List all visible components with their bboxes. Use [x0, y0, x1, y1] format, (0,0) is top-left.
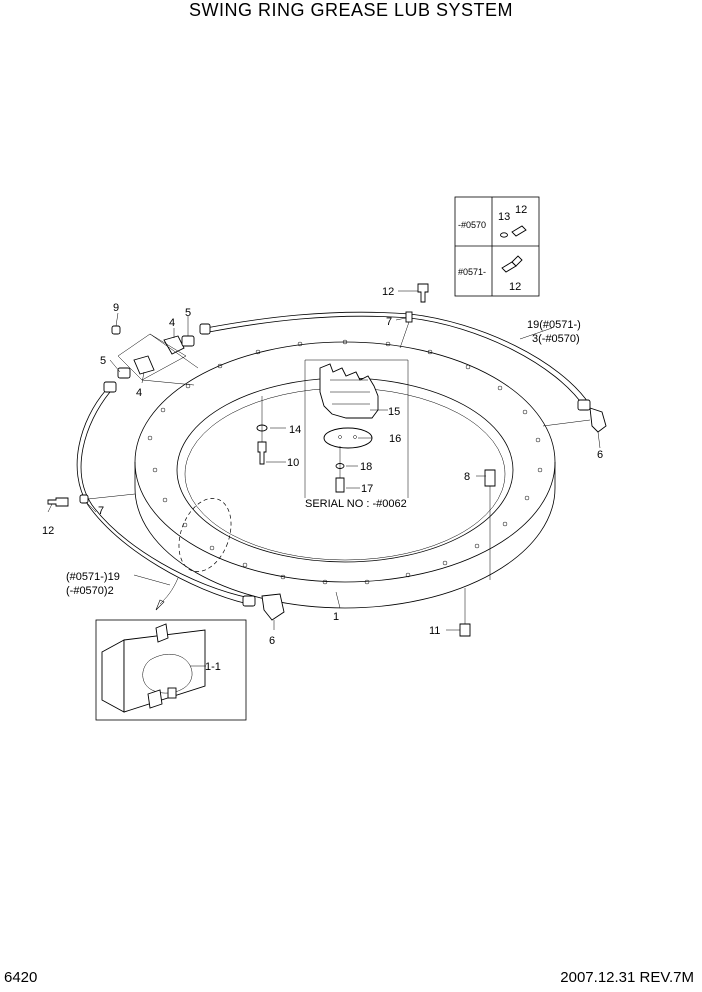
label-8: 8 [464, 471, 470, 483]
label-12: 12 [509, 281, 521, 293]
hose-left [76, 389, 249, 605]
label-15: 15 [388, 406, 400, 418]
label-14: 14 [289, 424, 301, 436]
inset-top-label: -#0570 [458, 220, 486, 230]
label-11: 11 [429, 625, 440, 637]
label-16: 16 [389, 433, 401, 445]
label-5: 5 [185, 307, 191, 319]
fitting-5-top [181, 335, 195, 347]
label-6: 6 [269, 635, 275, 647]
elbow-6-lower [261, 593, 285, 621]
label-4: 4 [136, 387, 142, 399]
pinion-gear [319, 363, 379, 419]
bolt-10 [257, 441, 267, 465]
label-hose-left-1: (#0571-)19 [66, 571, 120, 583]
bolt-17 [335, 477, 345, 493]
label-13: 13 [498, 211, 510, 223]
bolt-12-left [47, 497, 69, 507]
serial-detail-box [304, 359, 409, 498]
bolt-11 [459, 623, 471, 637]
label-18: 18 [360, 461, 372, 473]
label-12: 12 [382, 286, 394, 298]
inset-bottom-label: #0571- [458, 267, 486, 277]
label-10: 10 [287, 457, 299, 469]
inset-box [454, 196, 540, 297]
label-12: 12 [515, 204, 527, 216]
label-17: 17 [361, 483, 373, 495]
fitting-5-left [117, 367, 131, 379]
label-hose-right-2: 3(-#0570) [532, 333, 580, 345]
label-12: 12 [42, 525, 54, 537]
clamp-7-left [79, 494, 89, 504]
clamp-7-top [405, 311, 413, 323]
fitting-4-left [133, 355, 155, 375]
page-number: 6420 [4, 969, 38, 986]
leader-lines [47, 290, 601, 630]
revision-date: 2007.12.31 REV.7M [560, 969, 694, 986]
detail-callout [178, 498, 232, 572]
label-9: 9 [113, 302, 119, 314]
label-5: 5 [100, 355, 106, 367]
label-7: 7 [386, 316, 392, 328]
detail-box-1-1 [95, 619, 247, 721]
label-1-1: 1-1 [205, 661, 221, 673]
bolt-holes [147, 339, 543, 585]
label-4: 4 [169, 317, 175, 329]
label-6: 6 [597, 449, 603, 461]
page-title: SWING RING GREASE LUB SYSTEM [188, 0, 514, 20]
bolt-12-top [417, 283, 429, 303]
serial-note: SERIAL NO : -#0062 [305, 498, 407, 510]
grease-nipple-9 [111, 325, 121, 335]
fitting-4-top [163, 335, 185, 355]
swing-ring [134, 339, 556, 609]
label-hose-left-2: (-#0570)2 [66, 585, 114, 597]
pin-8 [484, 469, 496, 487]
elbow-6-right [589, 407, 607, 433]
label-7: 7 [98, 505, 104, 517]
label-hose-right-1: 19(#0571-) [527, 319, 581, 331]
label-1: 1 [333, 611, 339, 623]
